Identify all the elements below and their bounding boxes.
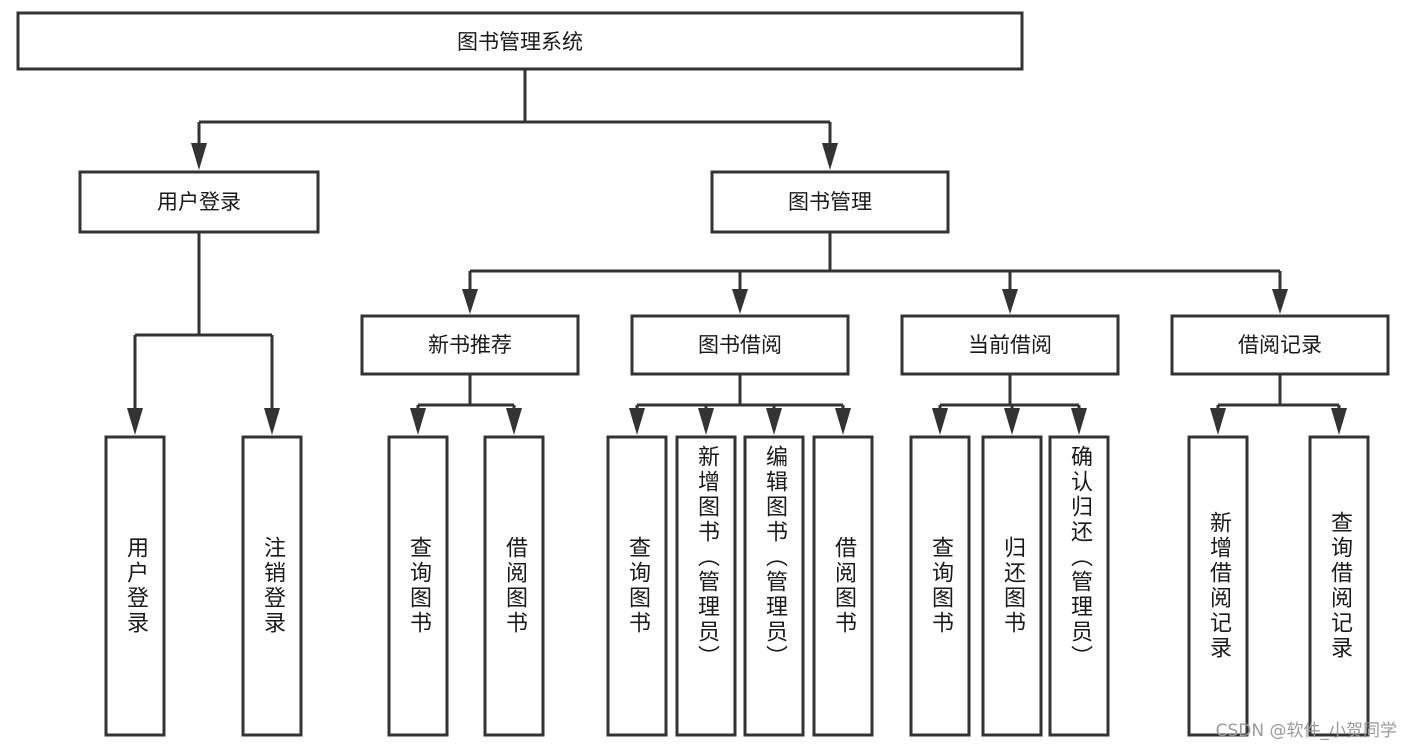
node-leaf-query-book-2-box[interactable] [606,435,668,737]
arrow-head-leaf-add-borrow-record [1210,408,1226,435]
nodes-layer: 图书管理系统 用户登录 图书管理 新书推荐 图书借阅 当前 [16,11,1390,737]
node-leaf-query-borrow-record-box[interactable] [1308,435,1370,737]
node-leaf-query-book-3-box[interactable] [909,435,971,737]
node-book-management-box[interactable] [710,170,950,234]
node-leaf-borrow-book-2-box[interactable] [812,435,874,737]
node-borrow-records[interactable]: 借阅记录 [1170,314,1390,376]
node-borrow-records-label: 借阅记录 [1238,333,1322,357]
node-leaf-edit-book-box[interactable] [743,435,805,737]
arrow-head-book-borrow [732,289,748,314]
arrow-head-leaf-query-borrow-record [1331,408,1347,435]
node-leaf-return-book-box[interactable] [981,435,1043,737]
node-book-borrow-label: 图书借阅 [698,333,782,357]
node-leaf-query-book-1-box[interactable] [387,435,449,737]
arrow-head-new-book-recommend [462,289,478,314]
arrow-head-leaf-query-book-3 [932,408,948,435]
node-borrow-records-box[interactable] [1170,314,1390,376]
node-leaf-add-borrow-record-box[interactable] [1187,435,1249,737]
node-root[interactable]: 图书管理系统 [16,11,1024,71]
node-leaf-confirm-return-box[interactable] [1048,435,1110,737]
node-book-borrow[interactable]: 图书借阅 [630,314,850,376]
arrow-head-leaf-add-book [698,408,714,435]
arrow-head-leaf-return-book [1004,408,1020,435]
node-current-borrow-box[interactable] [900,314,1120,376]
node-current-borrow[interactable]: 当前借阅 [900,314,1120,376]
arrow-head-leaf-edit-book [766,408,782,435]
node-root-box[interactable] [16,11,1024,71]
node-new-book-recommend-label: 新书推荐 [428,333,512,357]
arrow-head-leaf-logout [264,408,280,435]
arrow-head-borrow-records [1272,289,1288,314]
arrow-head-book-management [822,143,838,170]
arrow-head-leaf-borrow-book-2 [835,408,851,435]
arrow-head-leaf-borrow-book-1 [506,408,522,435]
node-root-label: 图书管理系统 [457,30,583,54]
node-book-management[interactable]: 图书管理 [710,170,950,234]
node-user-login[interactable]: 用户登录 [78,170,320,234]
arrow-head-user-login [191,143,207,170]
node-user-login-label: 用户登录 [157,190,241,214]
arrow-head-leaf-confirm-return [1071,408,1087,435]
node-leaf-user-login-box[interactable] [104,435,166,737]
node-current-borrow-label: 当前借阅 [968,333,1052,357]
node-leaf-borrow-book-1-box[interactable] [483,435,545,737]
node-user-login-box[interactable] [78,170,320,234]
node-leaf-logout-box[interactable] [241,435,303,737]
node-leaf-add-book-box[interactable] [675,435,737,737]
node-new-book-recommend-box[interactable] [360,314,580,376]
node-new-book-recommend[interactable]: 新书推荐 [360,314,580,376]
arrow-head-leaf-query-book-1 [410,408,426,435]
arrow-head-leaf-user-login [127,408,143,435]
node-book-management-label: 图书管理 [788,190,872,214]
node-book-borrow-box[interactable] [630,314,850,376]
connectors-layer [127,69,1347,435]
arrow-head-current-borrow [1002,289,1018,314]
arrow-head-leaf-query-book-2 [629,408,645,435]
